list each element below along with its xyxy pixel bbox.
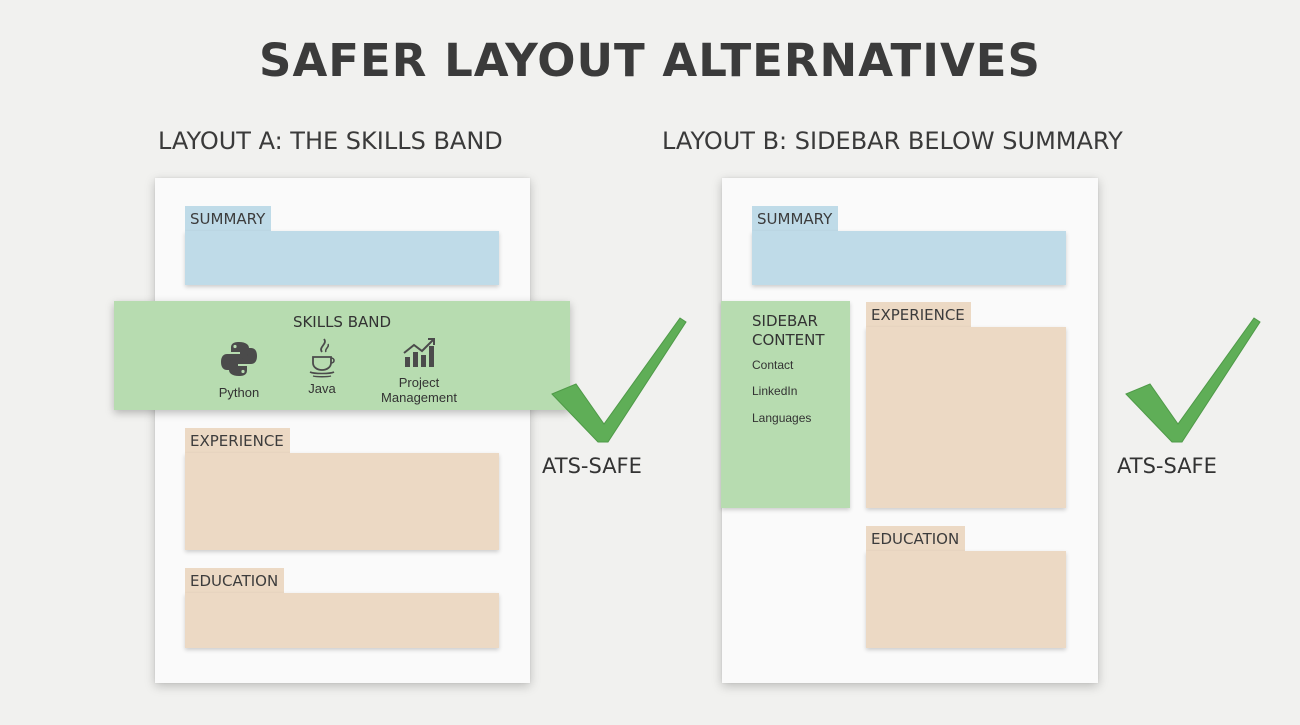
layout-a-summary-tab: SUMMARY bbox=[185, 206, 272, 231]
layout-b-verdict: ATS-SAFE bbox=[1117, 454, 1217, 478]
skill-project-management-label: Project Management bbox=[381, 375, 457, 405]
layout-b-experience-block bbox=[866, 327, 1066, 508]
checkmark-icon bbox=[551, 317, 687, 443]
layout-b-education-block bbox=[866, 551, 1066, 648]
sidebar-block: SIDEBAR CONTENT Contact LinkedIn Languag… bbox=[721, 301, 850, 508]
layout-b-summary-tab: SUMMARY bbox=[752, 206, 839, 231]
layout-b-title: LAYOUT B: SIDEBAR BELOW SUMMARY bbox=[662, 127, 1123, 155]
skill-python: Python bbox=[184, 339, 294, 400]
layout-a-experience-tab: EXPERIENCE bbox=[185, 428, 290, 453]
layout-a-summary-block bbox=[185, 231, 499, 285]
skills-band: SKILLS BAND Python Java Proj bbox=[114, 301, 570, 410]
layout-b-education-tab: EDUCATION bbox=[866, 526, 966, 551]
skill-java: Java bbox=[267, 337, 377, 396]
layout-a-experience-block bbox=[185, 453, 499, 550]
page-title: SAFER LAYOUT ALTERNATIVES bbox=[259, 34, 1041, 87]
skill-project-management: Project Management bbox=[364, 337, 474, 405]
layout-a-verdict: ATS-SAFE bbox=[542, 454, 642, 478]
skill-python-label: Python bbox=[218, 385, 260, 400]
layout-b-experience-tab: EXPERIENCE bbox=[866, 302, 971, 327]
sidebar-item-languages: Languages bbox=[752, 411, 812, 425]
sidebar-title: SIDEBAR CONTENT bbox=[752, 312, 825, 349]
skills-band-title: SKILLS BAND bbox=[292, 313, 392, 331]
skill-java-label: Java bbox=[308, 381, 336, 396]
layout-a-title: LAYOUT A: THE SKILLS BAND bbox=[158, 127, 503, 155]
layout-a-education-tab: EDUCATION bbox=[185, 568, 285, 593]
sidebar-item-contact: Contact bbox=[752, 358, 794, 372]
java-icon bbox=[309, 338, 335, 378]
sidebar-item-linkedin: LinkedIn bbox=[752, 384, 798, 398]
python-icon bbox=[221, 342, 257, 376]
checkmark-icon bbox=[1125, 317, 1261, 443]
layout-a-education-block bbox=[185, 593, 499, 648]
chart-icon bbox=[403, 338, 435, 367]
layout-b-summary-block bbox=[752, 231, 1066, 285]
